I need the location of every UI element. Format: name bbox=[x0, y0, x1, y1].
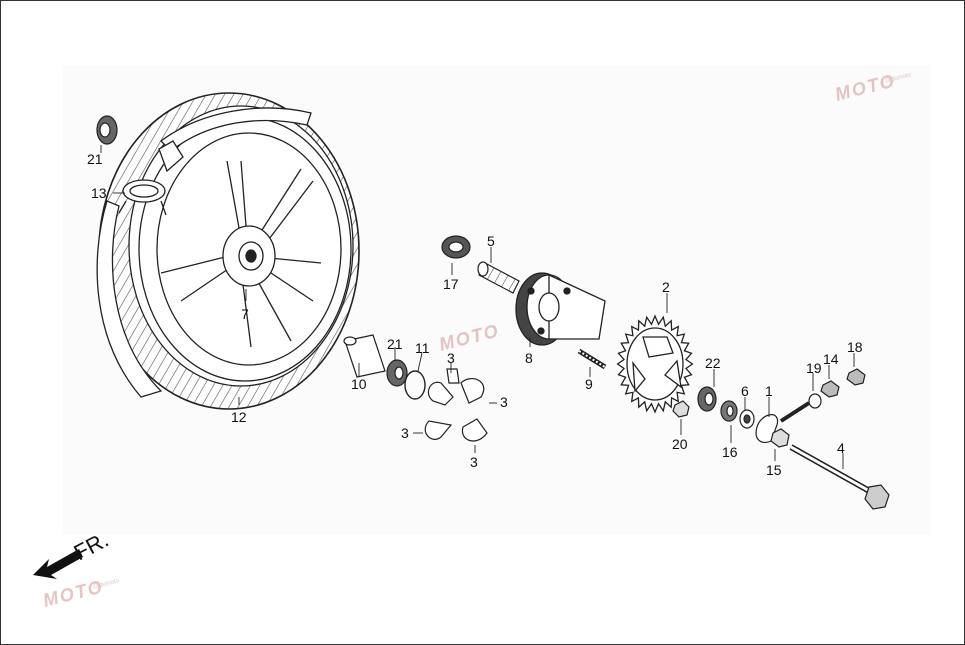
inner-tube bbox=[96, 107, 312, 398]
callout-11: 11 bbox=[415, 340, 430, 356]
callout-2: 2 bbox=[662, 279, 670, 295]
callout-8: 8 bbox=[525, 350, 533, 366]
sprocket-2 bbox=[616, 314, 694, 414]
bearing-21-top bbox=[96, 115, 118, 145]
arrow-left-icon bbox=[33, 549, 83, 579]
callout-6: 6 bbox=[741, 383, 749, 399]
distance-collar-10 bbox=[343, 334, 386, 378]
callout-19: 19 bbox=[806, 360, 822, 376]
callout-18: 18 bbox=[847, 339, 863, 355]
wheel-assembly bbox=[96, 92, 360, 410]
callout-22: 22 bbox=[705, 355, 721, 371]
callout-16: 16 bbox=[722, 444, 738, 460]
callout-labels: 21 13 7 12 5 17 8 21 11 10 3 3 3 3 9 2 2… bbox=[87, 151, 863, 478]
callout-12: 12 bbox=[231, 409, 247, 425]
callout-1: 1 bbox=[765, 383, 773, 399]
o-ring-11 bbox=[404, 370, 426, 400]
axle-parts bbox=[672, 368, 890, 510]
callout-15: 15 bbox=[766, 462, 782, 478]
callout-20: 20 bbox=[672, 436, 688, 452]
callout-21-mid: 21 bbox=[387, 336, 403, 352]
final-driven-flange-8 bbox=[515, 272, 606, 346]
callout-3-right: 3 bbox=[500, 394, 508, 410]
callout-7: 7 bbox=[241, 306, 249, 322]
leader-lines bbox=[100, 145, 855, 469]
callout-3-top: 3 bbox=[447, 350, 455, 366]
callout-3-left: 3 bbox=[401, 425, 409, 441]
watermark-text-bottom: MOTO bbox=[41, 577, 106, 611]
collar-5 bbox=[477, 261, 520, 294]
callout-3-bottom: 3 bbox=[470, 454, 478, 470]
callout-10: 10 bbox=[351, 376, 367, 392]
oil-seal-17 bbox=[441, 235, 471, 259]
callout-13: 13 bbox=[91, 185, 107, 201]
rim bbox=[138, 116, 352, 382]
stud-bolt-9 bbox=[577, 348, 607, 370]
callout-21-top: 21 bbox=[87, 151, 103, 167]
bearing-21-mid bbox=[386, 359, 408, 387]
callout-17: 17 bbox=[443, 276, 459, 292]
callout-4: 4 bbox=[837, 440, 845, 456]
damper-rubbers-3 bbox=[424, 368, 488, 442]
callout-9: 9 bbox=[585, 376, 593, 392]
callout-14: 14 bbox=[823, 351, 839, 367]
callout-5: 5 bbox=[487, 233, 495, 249]
